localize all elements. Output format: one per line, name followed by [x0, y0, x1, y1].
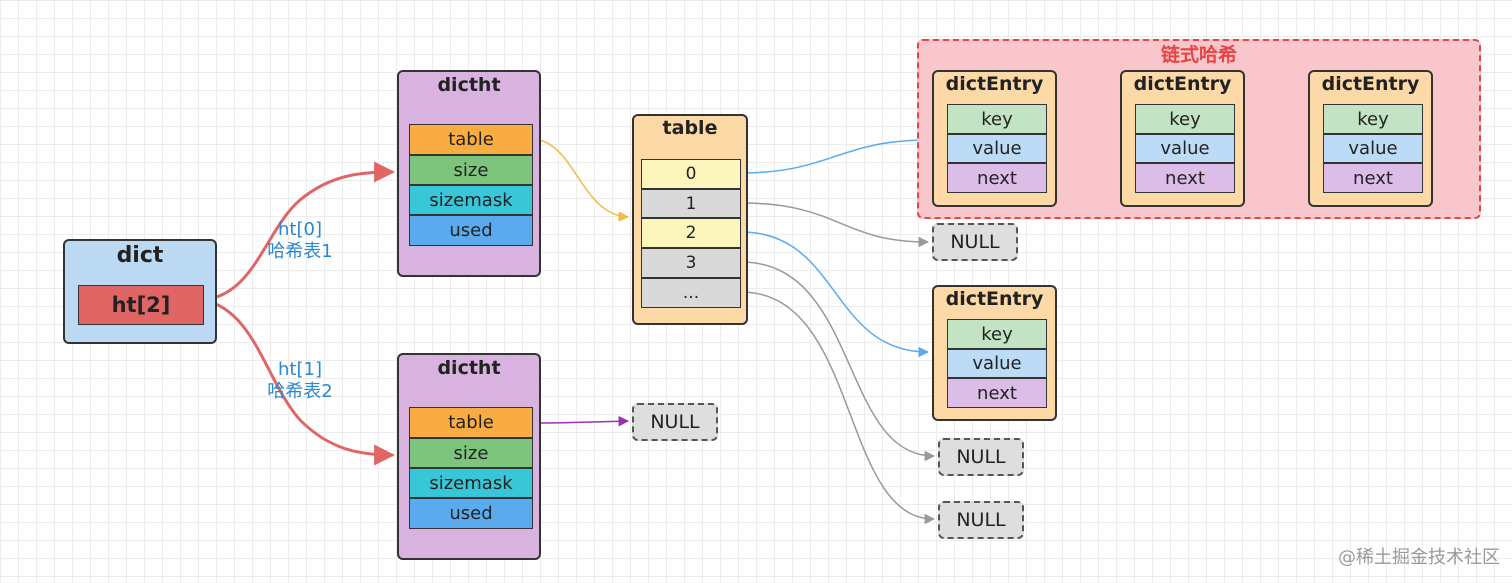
- dict-entry-chain-1: dictEntry key value next: [932, 70, 1057, 207]
- arrow-slot4-to-null: [740, 291, 936, 525]
- dict-entry-chain-2-value: value: [1135, 134, 1235, 163]
- dict-entry-chain-2-key: key: [1135, 104, 1235, 134]
- dict-entry-chain-1-value: value: [947, 134, 1047, 163]
- dict-entry-slot-2-key: key: [947, 319, 1047, 349]
- dictht-0-title: dictht: [437, 74, 501, 96]
- dictht-0-table-field: table: [409, 124, 533, 155]
- table-node: table 0 1 2 3 ...: [632, 114, 748, 325]
- arrow-ht0: [202, 161, 396, 302]
- dict-node: dict ht[2]: [63, 239, 217, 344]
- dict-entry-slot-2-title: dictEntry: [945, 288, 1044, 310]
- dict-entry-chain-2: dictEntry key value next: [1120, 70, 1245, 207]
- dict-title: dict: [116, 243, 164, 268]
- arrow-ht1: [202, 298, 396, 466]
- ht1-index-label: ht[1]: [278, 359, 322, 380]
- dictht-0-used-field: used: [409, 215, 533, 246]
- dict-entry-chain-3-title: dictEntry: [1321, 73, 1420, 95]
- dict-entry-chain-1-key: key: [947, 104, 1047, 134]
- dict-entry-slot-2-next: next: [947, 378, 1047, 408]
- dict-entry-chain-1-next: next: [947, 163, 1047, 193]
- dict-entry-chain-3-key: key: [1323, 104, 1423, 134]
- null-box-slot-4: NULL: [938, 501, 1024, 539]
- bucket-slot-ellipsis: ...: [641, 278, 741, 308]
- arrow-ht1-table-to-null: [530, 416, 630, 427]
- dictht-1-title: dictht: [437, 357, 501, 379]
- dictht-1-used-field: used: [409, 498, 533, 529]
- ht1-label: ht[1] 哈希表2: [250, 359, 350, 403]
- dict-entry-chain-3-value: value: [1323, 134, 1423, 163]
- ht0-index-label: ht[0]: [278, 219, 322, 240]
- table-title: table: [662, 117, 718, 139]
- bucket-slot-0: 0: [641, 159, 741, 189]
- ht0-label: ht[0] 哈希表1: [250, 219, 350, 263]
- dictht-0-size-field: size: [409, 155, 533, 185]
- dict-entry-chain-2-title: dictEntry: [1133, 73, 1232, 95]
- arrow-slot1-to-null: [740, 202, 930, 248]
- null-box-slot-1: NULL: [932, 223, 1018, 261]
- ht-array-field: ht[2]: [78, 285, 204, 325]
- chain-hash-title: 链式哈希: [1160, 44, 1237, 66]
- watermark: @稀土掘金技术社区: [1338, 547, 1500, 568]
- dict-entry-chain-2-next: next: [1135, 163, 1235, 193]
- dict-entry-slot-2: dictEntry key value next: [932, 285, 1057, 421]
- bucket-slot-1: 1: [641, 189, 741, 218]
- dict-entry-chain-1-title: dictEntry: [945, 73, 1044, 95]
- dict-entry-slot-2-value: value: [947, 349, 1047, 378]
- arrow-slot2-to-entry: [740, 231, 930, 358]
- dictht-1-size-field: size: [409, 438, 533, 468]
- arrow-table-to-buckets: [530, 138, 630, 222]
- arrow-slot0-to-entry: [740, 134, 930, 174]
- arrow-slot3-to-null: [740, 261, 936, 462]
- dictht-0-sizemask-field: sizemask: [409, 185, 533, 215]
- dict-entry-chain-3: dictEntry key value next: [1308, 70, 1433, 207]
- ht1-name-label: 哈希表2: [267, 381, 333, 402]
- dictht-1-sizemask-field: sizemask: [409, 468, 533, 498]
- dictht-1-table-field: table: [409, 407, 533, 438]
- dictht-1-node: dictht table size sizemask used: [397, 353, 541, 560]
- dict-entry-chain-3-next: next: [1323, 163, 1423, 193]
- dictht-0-node: dictht table size sizemask used: [397, 70, 541, 277]
- ht0-name-label: 哈希表1: [267, 241, 333, 262]
- bucket-slot-2: 2: [641, 218, 741, 248]
- null-box-slot-3: NULL: [938, 438, 1024, 476]
- null-box-ht1: NULL: [632, 403, 718, 441]
- bucket-slot-3: 3: [641, 248, 741, 278]
